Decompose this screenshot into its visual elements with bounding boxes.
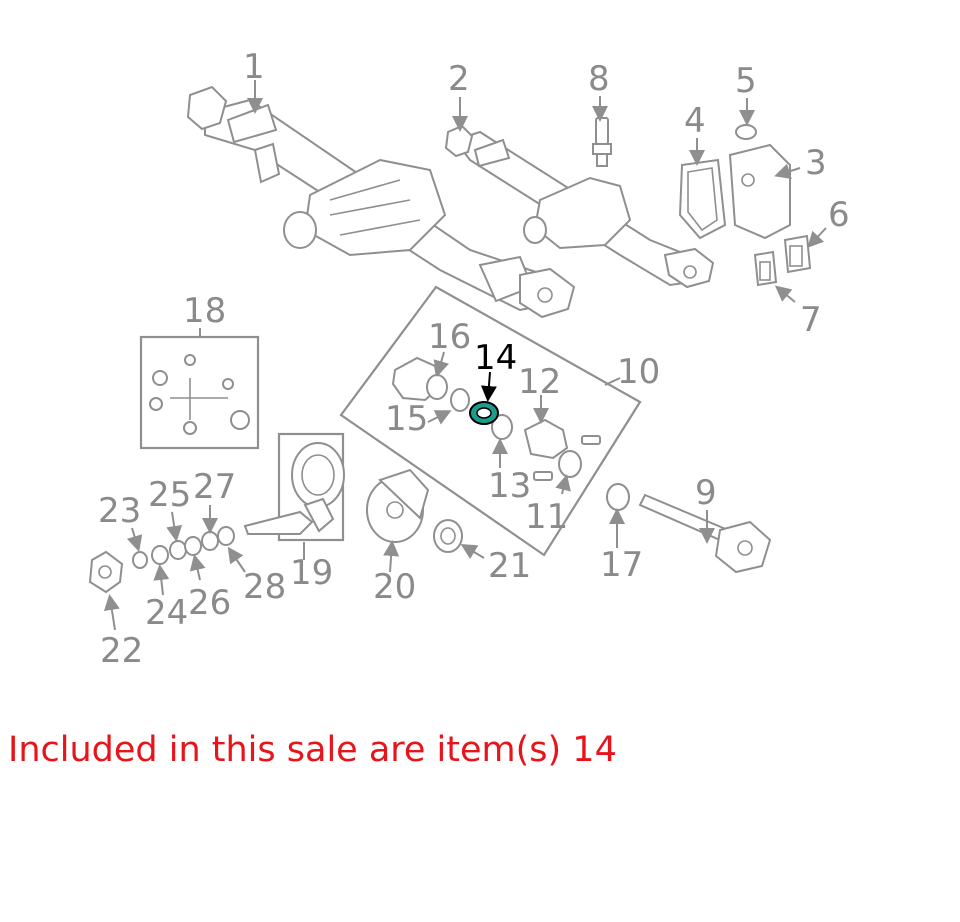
callout-11: 11	[525, 497, 568, 537]
callout-22: 22	[100, 631, 143, 671]
gaskets-6-7	[753, 234, 812, 287]
bearing-kit-box-10	[339, 285, 642, 557]
diff-cover-3	[728, 143, 791, 240]
callout-labels: 1 2 3 4 5 6 7 8 9 10 11 12 13 14 15 16 1…	[98, 47, 850, 671]
callout-12: 12	[518, 362, 561, 402]
callout-19: 19	[290, 553, 333, 593]
bearing-14-highlighted	[469, 401, 499, 425]
ring-and-pinion-19	[243, 432, 345, 542]
sale-included-items-text: Included in this sale are item(s) 14	[8, 730, 617, 770]
callout-16: 16	[428, 317, 471, 357]
callout-27: 27	[193, 467, 236, 507]
callout-2: 2	[448, 59, 470, 99]
callout-25: 25	[148, 475, 191, 515]
callout-18: 18	[183, 291, 226, 331]
callout-13: 13	[488, 466, 531, 506]
callout-23: 23	[98, 491, 141, 531]
callout-28: 28	[243, 567, 286, 607]
fill-plug-5	[735, 124, 757, 140]
carrier-bearing-21	[433, 519, 463, 553]
callout-6: 6	[828, 195, 850, 235]
breather-vent-8	[592, 117, 612, 167]
callout-14: 14	[474, 338, 517, 378]
callout-4: 4	[684, 101, 706, 141]
callout-1: 1	[243, 47, 265, 87]
callout-21: 21	[488, 546, 531, 586]
callout-10: 10	[617, 352, 660, 392]
leader-lines	[103, 80, 827, 631]
spider-gear-kit-18	[139, 328, 260, 450]
diff-case-20	[366, 468, 430, 543]
axle-assembly-1	[186, 85, 576, 319]
callout-17: 17	[600, 545, 643, 585]
exploded-axle-diagram: 1 2 3 4 5 6 7 8 9 10 11 12 13 14 15 16 1…	[88, 47, 850, 671]
callout-20: 20	[373, 567, 416, 607]
callout-5: 5	[735, 61, 757, 101]
callout-24: 24	[145, 593, 188, 633]
callout-15: 15	[385, 399, 428, 439]
callout-9: 9	[695, 473, 717, 513]
gasket-4	[678, 158, 727, 240]
callout-7: 7	[800, 300, 822, 340]
callout-26: 26	[188, 583, 231, 623]
callout-8: 8	[588, 59, 610, 99]
callout-3: 3	[805, 143, 827, 183]
